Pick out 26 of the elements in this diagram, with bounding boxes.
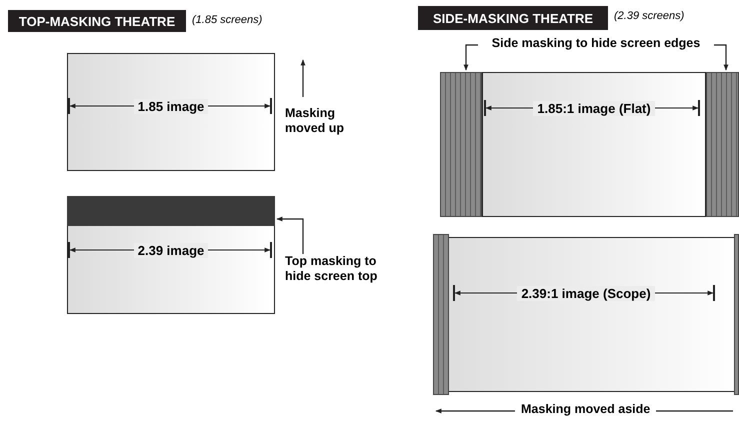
image-label: 2.39:1 image (Scope) <box>517 286 655 301</box>
node-label: Top masking to hide screen top <box>285 254 378 283</box>
leader-arrow <box>276 216 304 254</box>
heading-banner <box>8 10 186 32</box>
image-label: 2.39 image <box>134 243 208 258</box>
screen <box>67 196 275 314</box>
node-label: Side masking to hide screen edges <box>492 36 700 50</box>
screen-format-note: (1.85 screens) <box>192 14 262 26</box>
callout-text: Masking moved up <box>285 106 346 136</box>
masking-band <box>67 196 275 226</box>
masking-curtain <box>433 234 449 395</box>
image-label: 1.85:1 image (Flat) <box>533 101 655 116</box>
screen <box>433 237 739 392</box>
screen-format-note: (2.39 screens) <box>614 10 684 22</box>
masking-curtain <box>706 72 739 217</box>
heading-text: TOP-MASKING THEATRE <box>18 14 176 28</box>
masking-curtain <box>440 72 482 217</box>
masking-curtain <box>734 234 739 395</box>
callout-text: Masking moved aside <box>515 402 656 417</box>
image-label: 1.85 image <box>134 99 208 114</box>
screen <box>67 53 275 171</box>
heading-banner <box>418 6 608 30</box>
leader-arrow <box>714 44 728 71</box>
screen <box>482 72 706 217</box>
leader-arrow <box>464 44 478 71</box>
heading-text: SIDE-MASKING THEATRE <box>432 10 594 26</box>
